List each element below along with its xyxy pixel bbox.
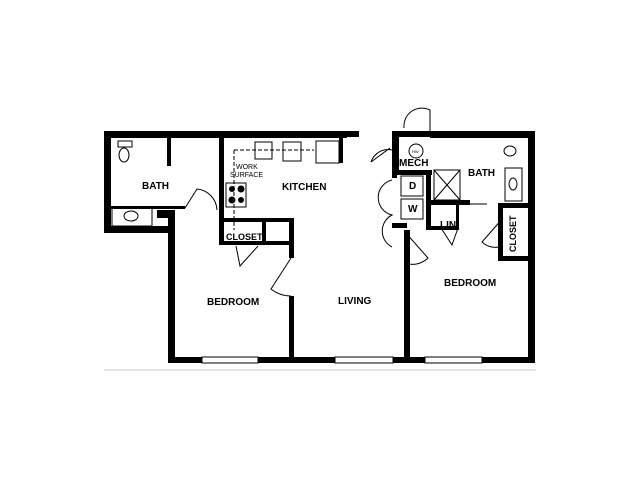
wall <box>167 138 171 166</box>
door-mech[interactable] <box>403 107 431 133</box>
dishwasher <box>282 141 302 162</box>
work-surface-label-2: SURFACE <box>230 172 263 179</box>
sink-left <box>123 210 139 222</box>
window <box>424 356 483 364</box>
water-heater <box>408 143 424 159</box>
vanity-left <box>111 206 153 227</box>
room-label-closet-left: CLOSET <box>226 232 263 242</box>
toilet-right <box>503 145 517 157</box>
door-linen[interactable] <box>440 227 459 247</box>
kitchen-sink <box>254 141 273 160</box>
door-entry[interactable] <box>370 147 393 163</box>
door-laundry[interactable] <box>377 179 394 248</box>
wall <box>339 138 343 163</box>
wall <box>498 256 528 261</box>
room-label-mech: MECH <box>399 158 428 169</box>
wall <box>104 226 168 233</box>
wall <box>104 131 347 138</box>
washer-label: W <box>408 204 418 215</box>
wall <box>392 170 432 175</box>
refrigerator <box>315 140 340 164</box>
wall <box>262 222 266 244</box>
wall <box>157 210 174 218</box>
wall <box>430 200 470 205</box>
toilet-left <box>118 147 130 163</box>
room-label-bath-left: BATH <box>142 181 169 192</box>
wall <box>430 131 535 138</box>
wall <box>104 131 111 233</box>
wall <box>219 138 224 245</box>
dryer <box>400 175 424 197</box>
wall <box>498 203 528 208</box>
room-label-linen: LIN <box>440 220 456 231</box>
room-label-kitchen: KITCHEN <box>282 182 326 193</box>
wall <box>222 218 292 222</box>
wall <box>528 131 535 363</box>
door-bedroom-right[interactable] <box>404 231 429 265</box>
wall <box>426 170 431 230</box>
wall <box>404 230 410 363</box>
door-closet-left[interactable] <box>235 245 259 268</box>
wall <box>392 131 432 137</box>
room-label-closet-right: CLOSET <box>508 215 518 252</box>
room-label-bedroom-right: BEDROOM <box>444 278 496 289</box>
walls <box>104 131 535 363</box>
dryer-label: D <box>409 181 416 192</box>
sink-right <box>508 177 518 191</box>
wall <box>222 241 292 245</box>
wall <box>498 205 503 260</box>
room-label-bedroom-left: BEDROOM <box>207 297 259 308</box>
window <box>201 356 259 364</box>
shower <box>433 169 461 201</box>
door-bedroom-left[interactable] <box>270 257 292 297</box>
door-closet-right[interactable] <box>481 217 504 248</box>
washer <box>400 198 424 220</box>
work-surface-label-1: WORK <box>236 164 258 171</box>
water-heater-label: HW <box>412 149 419 154</box>
door-bath-left[interactable] <box>184 188 218 211</box>
toilet-tank-left <box>117 140 133 148</box>
stove <box>225 182 247 208</box>
wall <box>392 133 397 178</box>
windows <box>201 356 483 364</box>
room-label-bath-right: BATH <box>468 168 495 179</box>
wall <box>456 203 459 230</box>
wall <box>289 218 294 258</box>
fixtures <box>111 107 523 297</box>
room-label-living: LIVING <box>338 296 372 307</box>
wall <box>430 226 458 230</box>
wall <box>392 223 407 228</box>
wall <box>347 131 359 137</box>
window <box>334 356 394 364</box>
wall <box>289 296 294 363</box>
vanity-right <box>504 167 523 202</box>
wall <box>168 210 175 363</box>
